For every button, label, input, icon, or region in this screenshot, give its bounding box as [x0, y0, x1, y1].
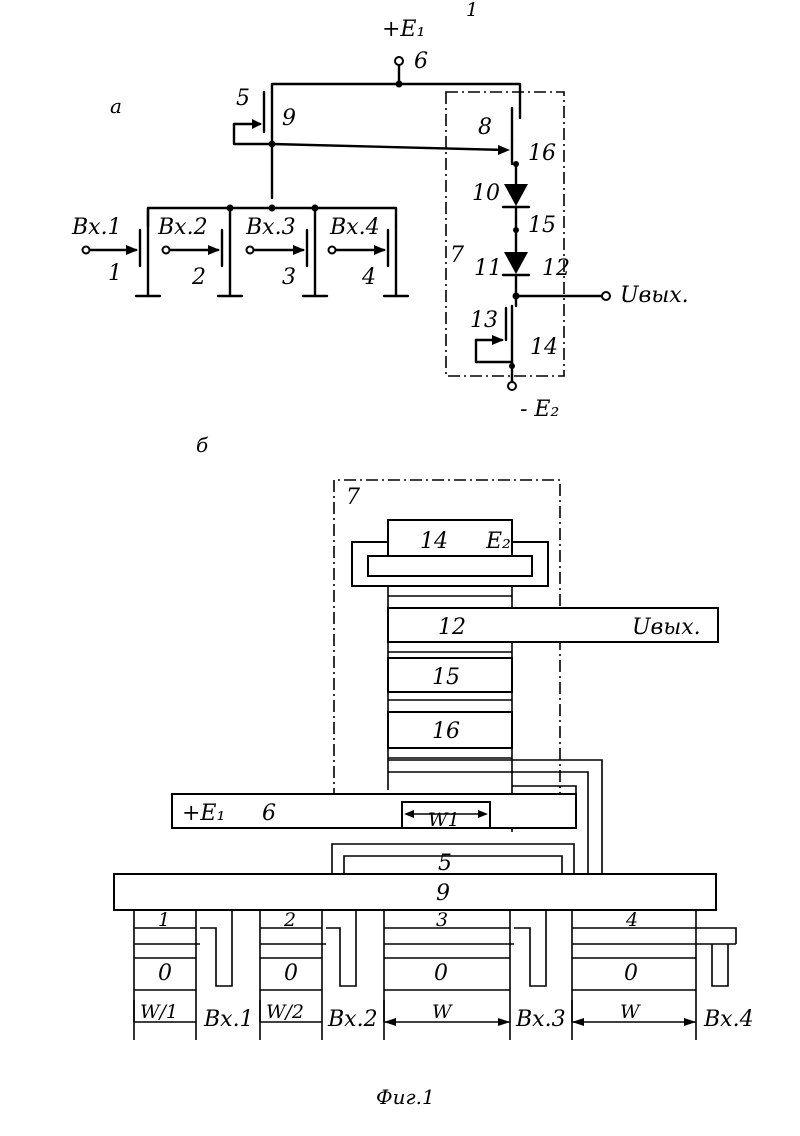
- input-2-terminal: [163, 247, 170, 254]
- transistor-8: [512, 108, 520, 164]
- input-1-terminal: [83, 247, 90, 254]
- layer-12-label: 12: [438, 615, 466, 640]
- contact-ring-inner: [368, 556, 532, 576]
- diode-10-label: 10: [472, 181, 500, 206]
- figure-caption: Фиг.1: [376, 1085, 435, 1109]
- cell-1-label: 1: [158, 909, 170, 931]
- block-7-label-b: 7: [346, 485, 360, 510]
- layer-5-inner: [344, 856, 562, 874]
- input-2-label-b: Вх.2: [327, 1007, 378, 1032]
- diode-11-label: 11: [474, 256, 502, 281]
- schematic-a: а +E₁ 6 5 9: [71, 17, 689, 422]
- bus-e1-label: +E₁: [182, 801, 225, 826]
- input-1-label-b: Вх.1: [203, 1007, 254, 1032]
- bus-6-label: 6: [262, 801, 276, 826]
- cell-4-zero: 0: [624, 961, 638, 986]
- supply-e1-terminal: [395, 57, 403, 65]
- cell-3-zero: 0: [434, 961, 448, 986]
- node-6-label-a: 6: [414, 49, 428, 74]
- input-4-label-b: Вх.4: [703, 1007, 754, 1032]
- node-15-label-a: 15: [528, 213, 556, 238]
- section-label-b: б: [196, 433, 209, 457]
- supply-e1-label: +E₁: [382, 17, 425, 42]
- layer-5-label: 5: [438, 851, 452, 876]
- width-4-label: W: [620, 1001, 641, 1023]
- transistor-3-label: 3: [282, 265, 296, 290]
- input-4-terminal: [329, 247, 336, 254]
- output-label-a: Uвых.: [620, 283, 689, 308]
- load-transistor-label: 5: [236, 86, 250, 111]
- layout-b: б 7 14 E₂ 12 Uвых. 15 16 +E₁ 6: [114, 433, 754, 1040]
- cell-3-label: 3: [436, 909, 448, 931]
- transistor-2-label: 2: [191, 265, 206, 290]
- cell-2-label: 2: [283, 909, 296, 931]
- gate-w1-link: [490, 828, 512, 832]
- node-16-label-a: 16: [528, 141, 556, 166]
- layer-14-label: 14: [420, 529, 448, 554]
- input-3-label-b: Вх.3: [515, 1007, 566, 1032]
- w1-label: W1: [428, 809, 460, 831]
- layer-9-label: 9: [436, 881, 450, 906]
- input-4-label: Вх.4: [329, 215, 380, 240]
- layer-15-label: 15: [432, 665, 460, 690]
- gate-arrow-8: [498, 145, 510, 155]
- bus-e1-right: [399, 84, 520, 108]
- section-label-a: а: [110, 94, 122, 118]
- transistor-4-label: 4: [361, 265, 376, 290]
- input-3-label: Вх.3: [245, 215, 296, 240]
- supply-e2-label: - E₂: [520, 397, 559, 422]
- input-1-label: Вх.1: [71, 215, 122, 240]
- node-14-dot: [509, 363, 515, 369]
- width-2-label: W/2: [266, 1001, 304, 1023]
- transistor-1-label: 1: [108, 261, 122, 286]
- input-2-label: Вх.2: [157, 215, 208, 240]
- node-12-label-a: 12: [542, 256, 570, 281]
- layer-9: [114, 874, 716, 910]
- diode-10: [503, 164, 529, 232]
- page-number: 1: [466, 0, 478, 21]
- layer-e2-label: E₂: [485, 529, 511, 554]
- cell-4-label: 4: [625, 909, 638, 931]
- node-14-label-a: 14: [530, 335, 558, 360]
- layer-5-outer: [332, 844, 574, 874]
- bus-e1-left: [272, 84, 399, 92]
- output-label-b: Uвых.: [632, 615, 701, 640]
- bus-e1-strip: [172, 794, 576, 828]
- output-terminal: [602, 292, 610, 300]
- node-9-label: 9: [282, 106, 296, 131]
- block-7-label-a: 7: [450, 243, 464, 268]
- transistor-8-label: 8: [478, 115, 492, 140]
- cell-2-zero: 0: [284, 961, 298, 986]
- cell-1-zero: 0: [158, 961, 172, 986]
- input-3-terminal: [247, 247, 254, 254]
- transistor-13-label: 13: [470, 308, 498, 333]
- width-1-label: W/1: [140, 1001, 178, 1023]
- bus-dot-2: [269, 205, 276, 212]
- supply-e2-terminal: [508, 382, 516, 390]
- gate-line-8: [272, 144, 506, 150]
- layer-16-label: 16: [432, 719, 460, 744]
- width-3-label: W: [432, 1001, 453, 1023]
